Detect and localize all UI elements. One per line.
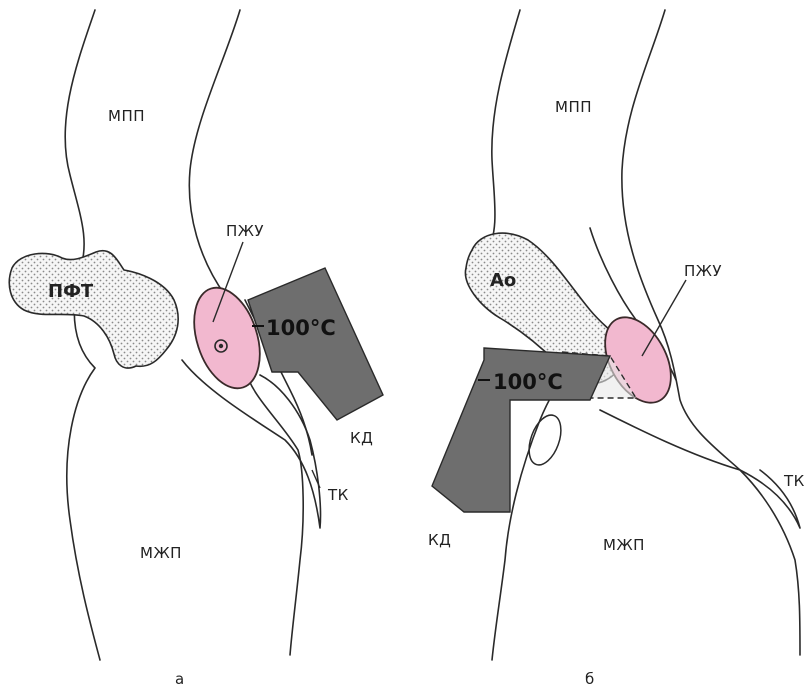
- temperature-label-b: 100°С: [493, 370, 563, 394]
- label-mzhp-a: МЖП: [140, 544, 182, 562]
- label-mpp-b: МПП: [555, 98, 592, 116]
- temperature-label-a: 100°С: [266, 316, 336, 340]
- label-kd-b: КД: [428, 531, 451, 549]
- caption-a: а: [175, 670, 185, 688]
- label-pzhu-a: ПЖУ: [226, 222, 264, 240]
- label-pzhu-b: ПЖУ: [684, 262, 722, 280]
- pft-structure: [9, 251, 178, 368]
- leader-tk-a: [312, 470, 320, 488]
- label-mzhp-b: МЖП: [603, 536, 645, 554]
- tricuspid-leaflet-b: [600, 410, 800, 528]
- electrode-a: [248, 268, 383, 420]
- label-mpp-a: МПП: [108, 107, 145, 125]
- label-pft: ПФТ: [48, 281, 94, 302]
- label-tk-b: ТК: [783, 472, 805, 490]
- catheter-loop-b: [523, 411, 567, 469]
- label-ao: Ао: [490, 270, 516, 291]
- septum-left-contour-a: [65, 10, 100, 660]
- leader-pzhu-b: [642, 280, 686, 356]
- panel-b: МПП Ао ПЖУ 100°С КД ТК МЖП б: [428, 10, 805, 688]
- panel-a: МПП ПФТ ПЖУ 100°С КД ТК МЖП а: [9, 10, 383, 688]
- label-tk-a: ТК: [327, 486, 349, 504]
- caption-b: б: [585, 670, 595, 688]
- av-node-dot-a: [219, 344, 223, 348]
- label-kd-a: КД: [350, 429, 373, 447]
